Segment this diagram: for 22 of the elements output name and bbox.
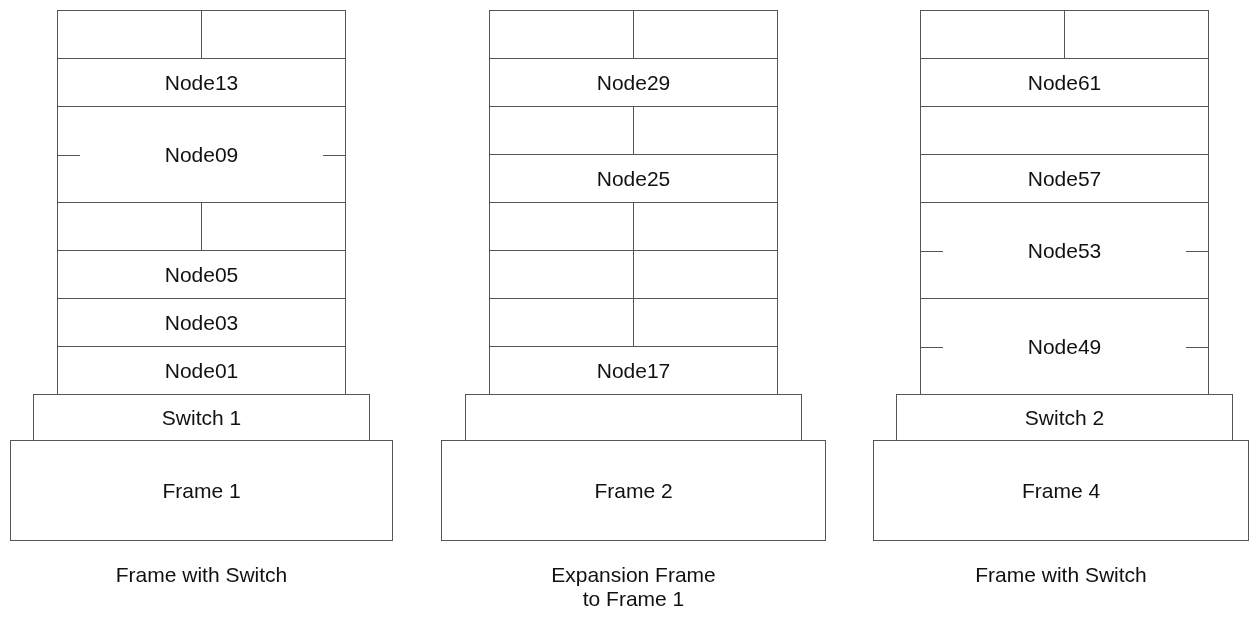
rack-slot-box: Switch 1 <box>33 394 370 441</box>
empty-slot-box <box>465 394 802 441</box>
empty-slot-box <box>920 106 1209 155</box>
rack-slot-box: Node57 <box>920 154 1209 203</box>
rack-slot-box: Node53 <box>920 202 1209 299</box>
rack-slot-box: Node09 <box>57 106 346 203</box>
frame-caption: Frame with Switch <box>974 563 1148 588</box>
frame-caption: Expansion Frame to Frame 1 <box>550 563 717 612</box>
rack-slot-box: Node13 <box>57 58 346 107</box>
rack-slot-box: Node03 <box>57 298 346 347</box>
rack-slot-box: Frame 2 <box>441 440 826 541</box>
rack-slot-box: Node01 <box>57 346 346 395</box>
rack-slot-box: Switch 2 <box>896 394 1233 441</box>
rack-slot-box: Node05 <box>57 250 346 299</box>
rack-slot-box: Node61 <box>920 58 1209 107</box>
rack-slot-box: Node25 <box>489 154 778 203</box>
frame-caption: Frame with Switch <box>114 563 289 588</box>
rack-slot-box: Node17 <box>489 346 778 395</box>
rack-slot-box: Frame 4 <box>873 440 1249 541</box>
rack-slot-box: Frame 1 <box>10 440 393 541</box>
rack-slot-box: Node29 <box>489 58 778 107</box>
rack-slot-box: Node49 <box>920 298 1209 395</box>
